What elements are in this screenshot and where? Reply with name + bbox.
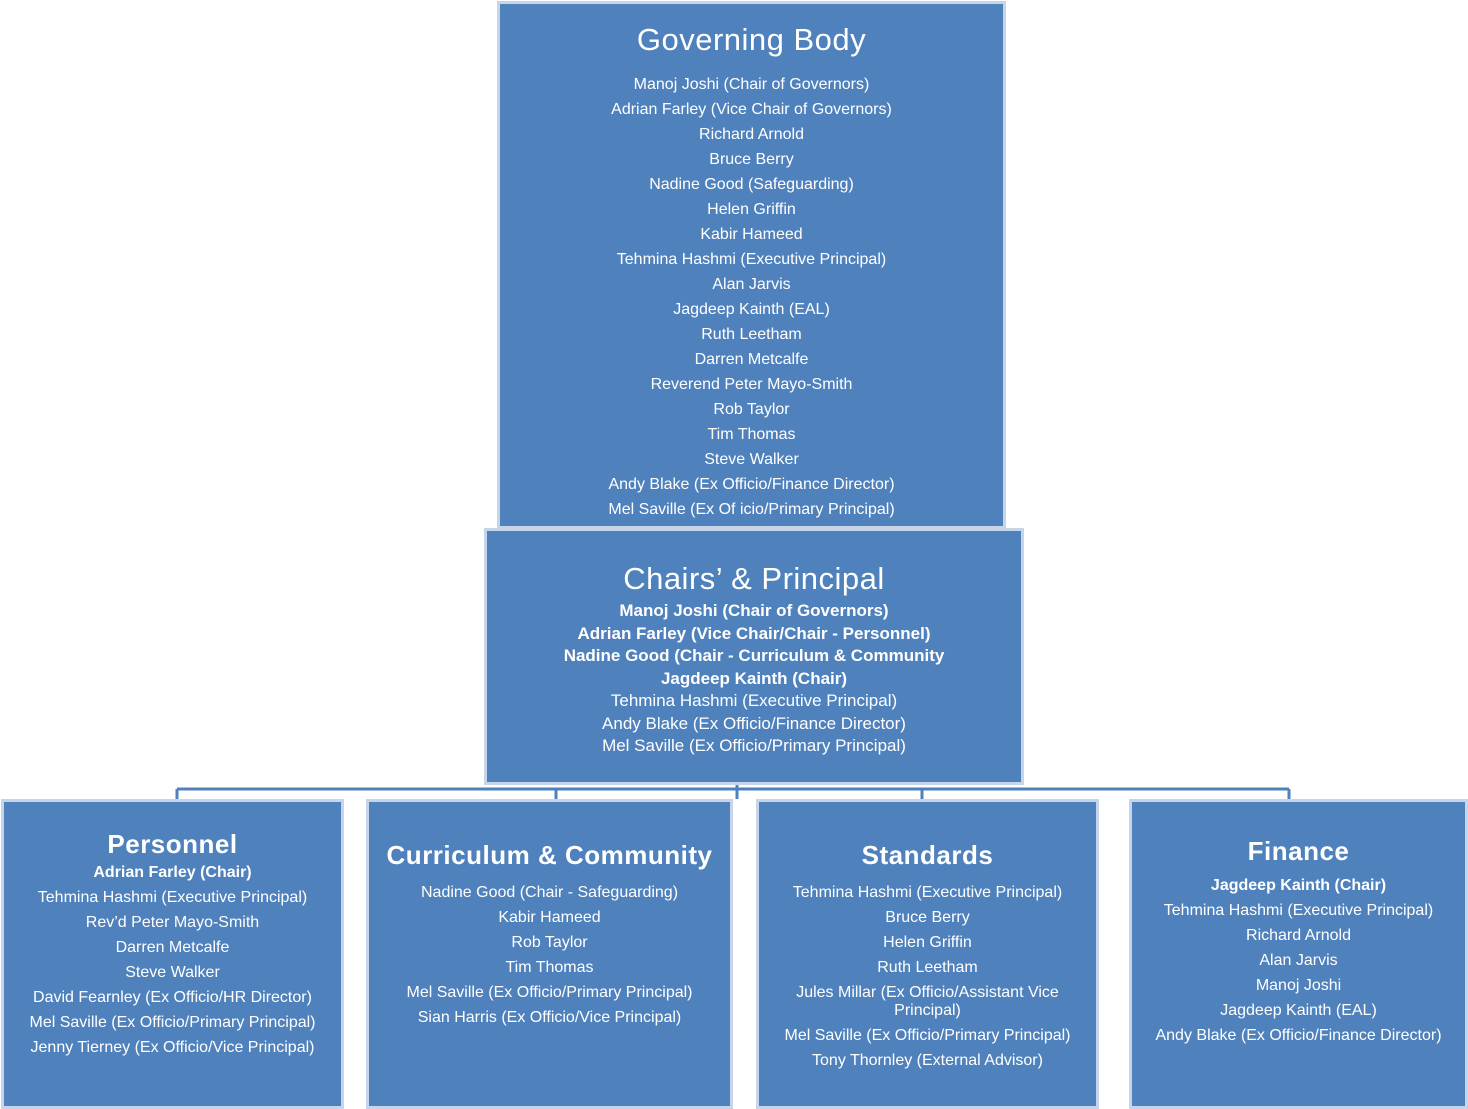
governing-member: Ruth Leetham: [701, 326, 802, 343]
curriculum-member: Kabir Hameed: [498, 909, 601, 926]
personnel-member: Steve Walker: [125, 964, 220, 981]
curriculum-member: Rob Taylor: [511, 934, 588, 951]
personnel-member: Jenny Tierney (Ex Officio/Vice Principal…: [30, 1039, 315, 1056]
governing-member: Adrian Farley (Vice Chair of Governors): [611, 101, 892, 118]
curriculum-member: Sian Harris (Ex Officio/Vice Principal): [417, 1009, 682, 1026]
governing-member: Steve Walker: [704, 451, 799, 468]
curriculum-member: Tim Thomas: [505, 959, 594, 976]
governing-member: Manoj Joshi (Chair of Governors): [633, 76, 870, 93]
standards-member: Helen Griffin: [883, 934, 972, 951]
governing-member: Kabir Hameed: [700, 226, 803, 243]
chairs-member: Nadine Good (Chair - Curriculum & Commun…: [563, 646, 945, 665]
personnel-member: Rev’d Peter Mayo-Smith: [85, 914, 260, 931]
finance-title: Finance: [1247, 836, 1350, 866]
governing-member: Helen Griffin: [707, 201, 796, 218]
curriculum-title: Curriculum & Community: [386, 840, 713, 870]
personnel-member: David Fearnley (Ex Officio/HR Director): [33, 989, 312, 1006]
governing-member: Richard Arnold: [699, 126, 804, 143]
governing-member: Alan Jarvis: [712, 276, 791, 293]
finance-member: Jagdeep Kainth (EAL): [1220, 1002, 1377, 1019]
personnel-committee-box: Personnel Adrian Farley (Chair) Tehmina …: [1, 799, 344, 1109]
finance-member: Jagdeep Kainth (Chair): [1210, 877, 1387, 894]
governing-body-title: Governing Body: [636, 22, 867, 57]
personnel-member: Adrian Farley (Chair): [93, 864, 252, 881]
finance-committee-box: Finance Jagdeep Kainth (Chair) Tehmina H…: [1129, 799, 1468, 1109]
personnel-member: Darren Metcalfe: [115, 939, 230, 956]
standards-member: Jules Millar (Ex Officio/Assistant Vice …: [796, 984, 1059, 1019]
finance-member: Andy Blake (Ex Officio/Finance Director): [1155, 1027, 1442, 1044]
governing-member: Bruce Berry: [709, 151, 794, 168]
curriculum-member: Nadine Good (Chair - Safeguarding): [420, 884, 679, 901]
finance-member: Alan Jarvis: [1259, 952, 1338, 969]
chairs-member: Manoj Joshi (Chair of Governors): [619, 601, 889, 620]
chairs-member: Mel Saville (Ex Officio/Primary Principa…: [602, 736, 906, 755]
chairs-member: Andy Blake (Ex Officio/Finance Director): [602, 713, 906, 733]
governing-member: Darren Metcalfe: [694, 351, 809, 368]
standards-member: Tony Thornley (External Advisor): [812, 1052, 1043, 1069]
personnel-title: Personnel: [107, 829, 238, 859]
curriculum-member: Mel Saville (Ex Officio/Primary Principa…: [406, 984, 693, 1001]
standards-committee-box: Standards Tehmina Hashmi (Executive Prin…: [756, 799, 1099, 1109]
governing-member: Nadine Good (Safeguarding): [649, 176, 854, 193]
chairs-member: Jagdeep Kainth (Chair): [660, 668, 848, 688]
curriculum-committee-box: Curriculum & Community Nadine Good (Chai…: [366, 799, 733, 1109]
standards-member: Mel Saville (Ex Officio/Primary Principa…: [784, 1027, 1071, 1044]
standards-member: Ruth Leetham: [877, 959, 978, 976]
personnel-member: Tehmina Hashmi (Executive Principal): [37, 889, 308, 906]
chairs-principal-box: Chairs’ & Principal Manoj Joshi (Chair o…: [484, 528, 1024, 785]
standards-member: Tehmina Hashmi (Executive Principal): [792, 884, 1063, 901]
governing-member: Jagdeep Kainth (EAL): [673, 301, 830, 318]
finance-member: Manoj Joshi: [1255, 977, 1342, 994]
standards-title: Standards: [861, 840, 994, 870]
governing-member: Reverend Peter Mayo-Smith: [650, 376, 853, 393]
governing-member: Mel Saville (Ex Of icio/Primary Principa…: [608, 501, 895, 518]
chairs-member: Adrian Farley (Vice Chair/Chair - Person…: [577, 623, 931, 643]
finance-member: Richard Arnold: [1246, 927, 1351, 944]
governing-member: Andy Blake (Ex Officio/Finance Director): [608, 476, 895, 493]
governing-member: Tim Thomas: [707, 426, 796, 443]
chairs-member: Tehmina Hashmi (Executive Principal): [610, 691, 898, 710]
chairs-principal-title: Chairs’ & Principal: [623, 561, 885, 596]
governing-member: Tehmina Hashmi (Executive Principal): [616, 251, 887, 268]
governing-member: Rob Taylor: [713, 401, 790, 418]
standards-member: Bruce Berry: [885, 909, 970, 926]
governing-body-box: Governing Body Manoj Joshi (Chair of Gov…: [497, 1, 1006, 529]
personnel-member: Mel Saville (Ex Officio/Primary Principa…: [29, 1014, 316, 1031]
finance-member: Tehmina Hashmi (Executive Principal): [1163, 902, 1434, 919]
